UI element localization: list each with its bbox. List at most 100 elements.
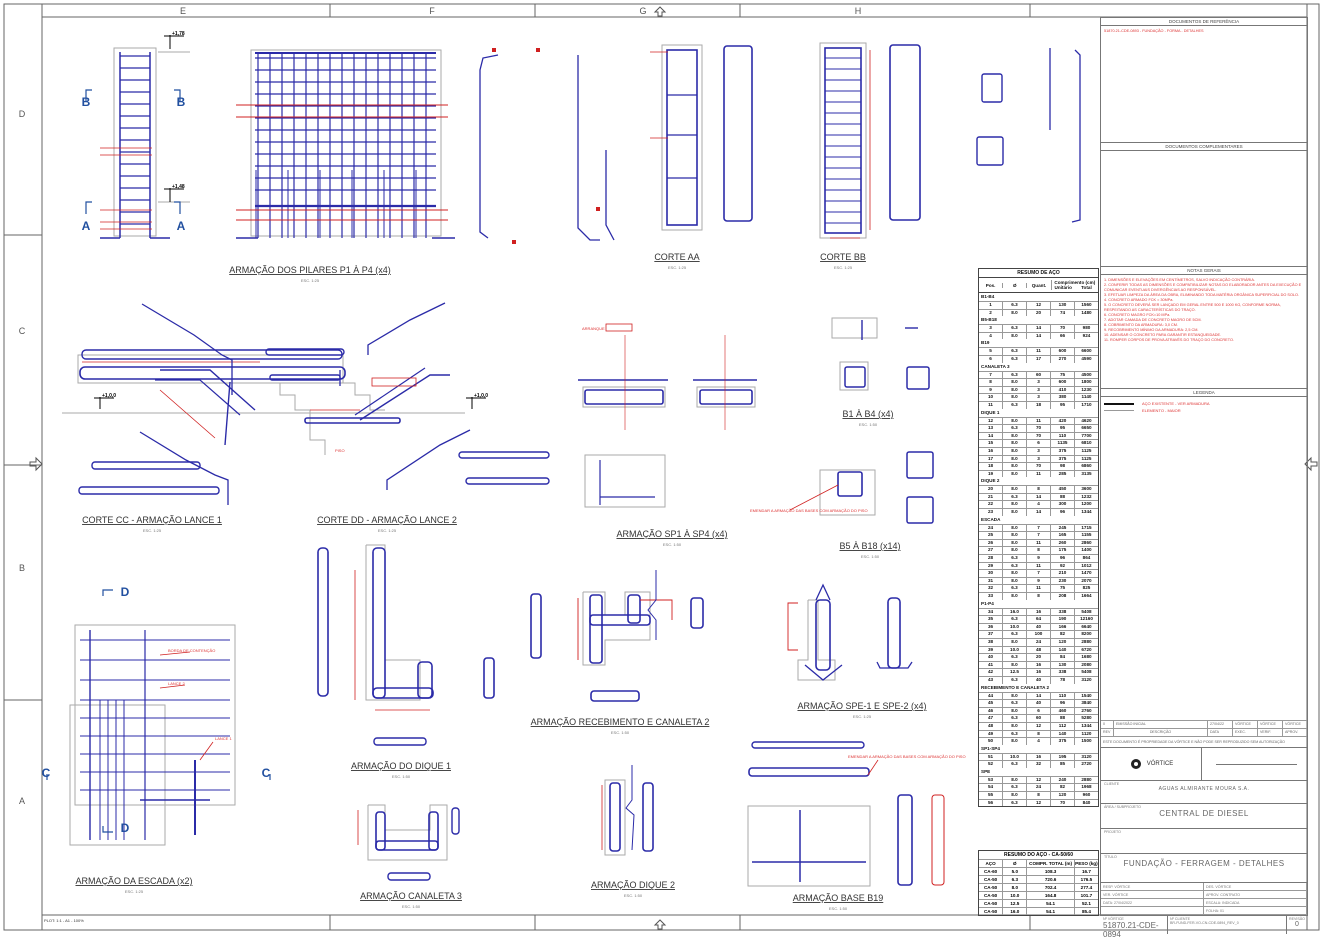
drawing-scale: ESC. 1:25 bbox=[143, 528, 162, 533]
rebar-bar bbox=[1071, 49, 1081, 223]
b1-b4 bbox=[831, 317, 930, 391]
red-notes: BORDA DE CONTENÇÃO LANCE 2 LANCE 1 EMEND… bbox=[168, 326, 966, 759]
table-cell: 8.0 bbox=[1002, 707, 1026, 715]
table-cell: 95 bbox=[1050, 425, 1074, 432]
table-cell: 8.0 bbox=[1002, 447, 1026, 455]
field-label: TÍTULO bbox=[1104, 855, 1117, 859]
table-cell: 25 bbox=[987, 532, 994, 538]
drawing-title: CORTE BB bbox=[820, 252, 866, 262]
concrete-outline bbox=[797, 599, 836, 681]
table-cell: 88 bbox=[1050, 715, 1074, 722]
table-cell: 3135 bbox=[1074, 470, 1098, 478]
table-cell: 6.3 bbox=[1002, 676, 1026, 684]
table-cell: 6.3 bbox=[1002, 715, 1026, 722]
table-cell: 980 bbox=[1074, 325, 1098, 332]
rebar-bar bbox=[887, 597, 901, 669]
table-cell: 10 bbox=[987, 394, 994, 400]
rebar-bar bbox=[609, 782, 621, 852]
table-cell: 8.0 bbox=[1002, 792, 1026, 799]
table-cell: 70 bbox=[1050, 325, 1074, 332]
rebar-drawings bbox=[62, 42, 1081, 887]
table-cell: 95 bbox=[1050, 401, 1074, 409]
table-cell: 49 bbox=[987, 730, 994, 736]
table-cell: 96 bbox=[1050, 509, 1074, 516]
drawing-scale: ESC. 1:50 bbox=[402, 904, 421, 909]
company-logo-icon bbox=[1130, 759, 1141, 769]
rebar-bar bbox=[387, 872, 431, 881]
document-number: 51870.21-CDE-0894 bbox=[1103, 921, 1159, 939]
table-cell: 16.0 bbox=[1002, 908, 1026, 915]
reference-docs: 51870.21-CDE-0893 - FUNDAÇÃO - FORMA - D… bbox=[1101, 26, 1307, 142]
dimension-line bbox=[371, 377, 417, 387]
reference-doc-link[interactable]: 51870.21-CDE-0893 - FUNDAÇÃO - FORMA - D… bbox=[1104, 29, 1204, 33]
label-box bbox=[605, 323, 633, 332]
rebar-bar bbox=[458, 451, 550, 459]
table-cell: 8.0 bbox=[1002, 638, 1026, 646]
table-cell: 4 bbox=[1026, 501, 1050, 509]
table-cell: 6.3 bbox=[1002, 616, 1026, 623]
plot-stamp: PLOT: 1:1 - A1 - 100% bbox=[44, 918, 84, 923]
rebar-bar bbox=[265, 348, 345, 356]
note-item: 7. ADOTAR CAMADA DE CONCRETO MAGRO DE 5C… bbox=[1104, 318, 1202, 322]
signature-field: DATA: 27/04/2022 bbox=[1101, 899, 1204, 907]
table-cell: 55 bbox=[987, 792, 994, 798]
drawing-title: ARMAÇÃO DO DIQUE 1 bbox=[351, 761, 451, 771]
section-mark-d: D bbox=[121, 821, 130, 835]
annotation: PISO bbox=[335, 448, 345, 453]
table-cell: 50 bbox=[987, 738, 994, 744]
header-quantity: Quant. bbox=[1026, 282, 1050, 288]
table-cell: 6.3 bbox=[1002, 493, 1026, 501]
table-cell: 300 bbox=[1050, 501, 1074, 509]
note-item: 4. CONCRETO ARMADO FCK = 30MPa. bbox=[1104, 298, 1174, 302]
section-mark-d: D bbox=[121, 585, 130, 599]
table-cell: 1540 bbox=[1074, 692, 1098, 700]
table-cell: 36 bbox=[987, 623, 994, 629]
drawing-scale: ESC. 1:50 bbox=[859, 422, 878, 427]
bent-bars-top bbox=[479, 48, 615, 244]
stirrup bbox=[906, 451, 934, 479]
table-cell: 54.1 bbox=[1026, 900, 1073, 907]
table-cell: 3120 bbox=[1074, 753, 1098, 761]
table-title: RESUMO DO AÇO - CA-50/60 bbox=[1004, 852, 1073, 858]
table-cell: 16 bbox=[1026, 608, 1050, 616]
revision-number: 0 bbox=[1295, 921, 1299, 928]
table-cell: 10.0 bbox=[1002, 623, 1026, 631]
concrete-outline bbox=[584, 454, 666, 508]
concrete-outline bbox=[250, 49, 442, 237]
row-label: D bbox=[19, 109, 26, 119]
general-notes: 1. DIMENSÕES E ELEVAÇÕES EM CENTÍMETROS,… bbox=[1101, 275, 1307, 388]
table-group-label: CANALETA 3 bbox=[981, 363, 1010, 369]
table-cell: 12 bbox=[1026, 799, 1050, 807]
annotation: EMENDAR A ARMAÇÃO DAS BASES COM ARMAÇÃO … bbox=[750, 508, 868, 513]
table-cell: 4590 bbox=[1074, 355, 1098, 363]
table-cell: 52 bbox=[987, 761, 994, 767]
arrow-up-icon bbox=[653, 919, 667, 930]
concrete-outline bbox=[74, 624, 236, 806]
table-cell: 130 bbox=[1050, 661, 1074, 669]
annotation: ARRANQUE bbox=[582, 326, 605, 331]
table-cell: 1125 bbox=[1074, 455, 1098, 463]
drawing-title: B5 À B18 (x14) bbox=[839, 541, 900, 551]
table-cell: 166 bbox=[1050, 623, 1074, 631]
note-item: 10. ADENSAR O CONCRETO PARA GARANTIR EST… bbox=[1104, 333, 1222, 337]
rebar-bar bbox=[590, 690, 640, 702]
pillar-elevation bbox=[100, 47, 190, 239]
rev-cell: EMISSÃO INICIAL bbox=[1113, 721, 1207, 728]
table-cell: 825 bbox=[1074, 585, 1098, 592]
table-cell: 6.3 bbox=[1002, 654, 1026, 661]
table-cell: 60 bbox=[1026, 715, 1050, 722]
drawing-scale: ESC. 1:50 bbox=[829, 906, 848, 911]
